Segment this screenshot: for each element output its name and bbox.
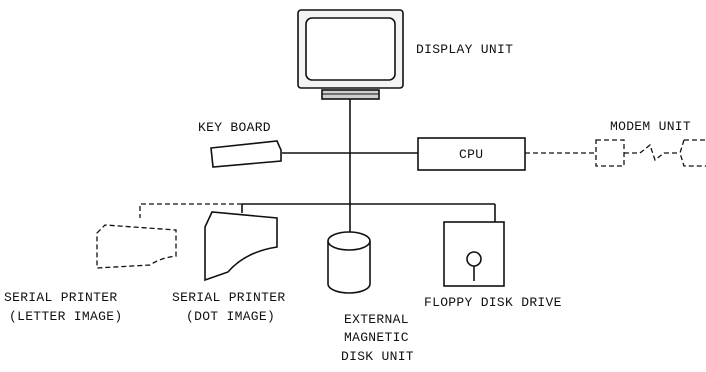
external-disk-label-3: DISK UNIT (341, 349, 414, 364)
modem-unit-label: MODEM UNIT (610, 119, 691, 134)
display-unit-icon (298, 10, 403, 99)
serial-printer-letter-label-1: SERIAL PRINTER (4, 290, 117, 305)
serial-printer-dot-label-2: (DOT IMAGE) (186, 309, 275, 324)
external-disk-icon (328, 232, 370, 293)
external-disk-label-2: MAGNETIC (344, 330, 409, 345)
serial-printer-letter-icon (97, 225, 176, 268)
external-disk-label-1: EXTERNAL (344, 312, 409, 327)
keyboard-label: KEY BOARD (198, 120, 271, 135)
cpu-label: CPU (459, 147, 483, 162)
display-unit-label: DISPLAY UNIT (416, 42, 513, 57)
keyboard-icon (211, 141, 281, 167)
floppy-drive-icon (444, 222, 504, 286)
serial-printer-dot-label-1: SERIAL PRINTER (172, 290, 285, 305)
floppy-drive-label: FLOPPY DISK DRIVE (424, 295, 562, 310)
serial-printer-dot-icon (205, 212, 277, 280)
serial-printer-letter-label-2: (LETTER IMAGE) (9, 309, 122, 324)
modem-unit-icon (596, 140, 706, 166)
